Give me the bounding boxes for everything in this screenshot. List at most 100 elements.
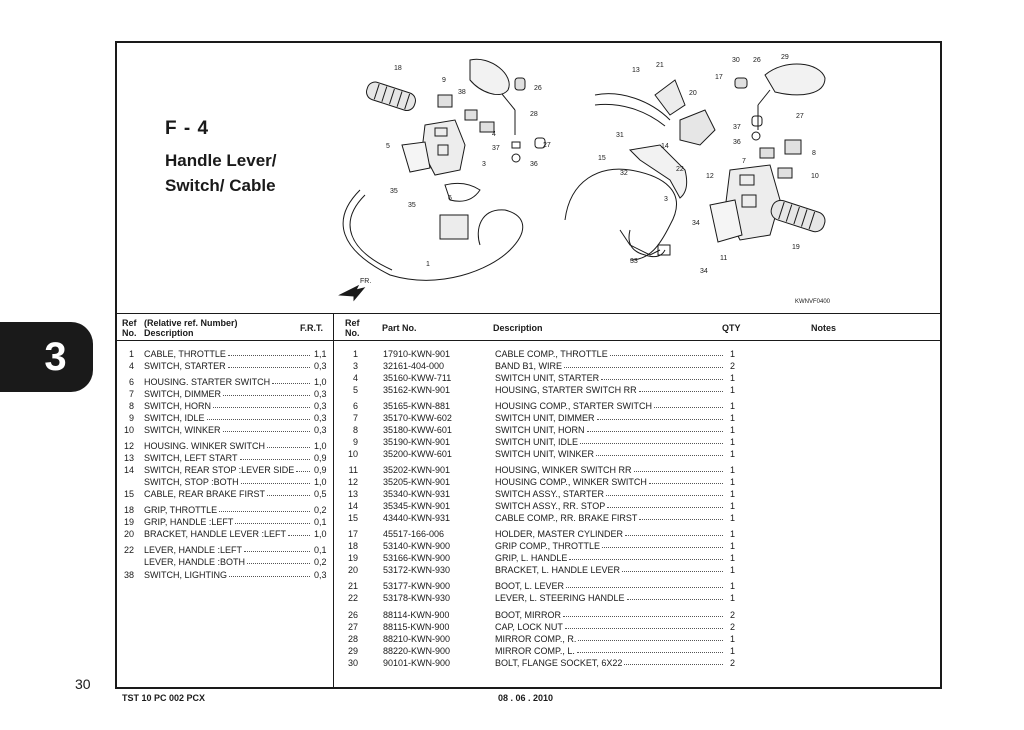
row-qty: 2: [730, 361, 736, 371]
row-ref: 1: [128, 349, 134, 359]
leader-dots: [609, 355, 723, 356]
row-qty: 1: [730, 489, 736, 499]
row-part-number: 90101-KWN-900: [383, 658, 451, 668]
section-tab: 3: [0, 322, 93, 392]
leader-dots: [229, 576, 310, 577]
row-qty: 1: [730, 477, 736, 487]
leader-dots: [578, 640, 723, 641]
row-part-number: 53140-KWN-900: [383, 541, 451, 551]
leader-dots: [296, 471, 310, 472]
row-description: LEVER, HANDLE :BOTH: [144, 557, 246, 567]
callout-30: 30: [732, 57, 740, 64]
throttle-grip: [366, 81, 416, 111]
row-part-number: 35190-KWN-901: [383, 437, 451, 447]
leader-dots: [626, 599, 723, 600]
row-qty: 1: [730, 349, 736, 359]
figure-code: KWNVF0400: [795, 299, 831, 305]
callout-27: 27: [543, 142, 551, 149]
leader-dots: [648, 483, 723, 484]
row-part-number: 35200-KWW-601: [383, 449, 452, 459]
row-description: SWITCH UNIT, WINKER: [495, 449, 594, 459]
row-frt: 0,2: [314, 557, 327, 567]
leader-dots: [239, 459, 310, 460]
row-qty: 1: [730, 581, 736, 591]
leader-dots: [638, 391, 723, 392]
row-ref: 4: [128, 361, 134, 371]
row-description: CAP, LOCK NUT: [495, 622, 563, 632]
row-description: HOUSING. STARTER SWITCH: [144, 377, 271, 387]
leader-dots: [222, 431, 310, 432]
row-description: SWITCH, WINKER: [144, 425, 221, 435]
row-description: HOUSING. WINKER SWITCH: [144, 441, 265, 451]
row-description: MIRROR COMP., L.: [495, 646, 575, 656]
row-part-number: 35180-KWW-601: [383, 425, 452, 435]
row-part-number: 53178-KWN-930: [383, 593, 451, 603]
row-description: CABLE, THROTTLE: [144, 349, 226, 359]
row-ref: 18: [123, 505, 134, 515]
table-header-rule: [116, 340, 941, 341]
row-description: SWITCH ASSY., STARTER: [495, 489, 605, 499]
callout-26: 26: [534, 85, 542, 92]
row-description: SWITCH UNIT, STARTER: [495, 373, 600, 383]
row-description: MIRROR COMP., R.: [495, 634, 577, 644]
row-description: SWITCH UNIT, HORN: [495, 425, 585, 435]
row-description: BOLT, FLANGE SOCKET, 6X22: [495, 658, 623, 668]
callout-37b: 37: [733, 124, 741, 131]
callout-3: 3: [482, 161, 486, 168]
row-ref: 11: [348, 465, 358, 475]
callout-17: 17: [715, 74, 723, 81]
row-frt: 1,0: [314, 441, 327, 451]
row-frt: 0,9: [314, 453, 327, 463]
callout-1: 1: [426, 261, 430, 268]
row-ref: 27: [347, 622, 358, 632]
row-ref: 22: [123, 545, 134, 555]
row-ref: 10: [123, 425, 134, 435]
callout-32: 32: [620, 170, 628, 177]
row-description: GRIP, THROTTLE: [144, 505, 218, 515]
row-part-number: 35165-KWN-881: [383, 401, 451, 411]
row-qty: 2: [730, 658, 736, 668]
page-number: 30: [75, 676, 91, 692]
left-header-relative: (Relative ref. Number): [144, 318, 238, 328]
row-frt: 1,0: [314, 529, 327, 539]
row-description: GRIP, HANDLE :LEFT: [144, 517, 234, 527]
row-ref: 8: [128, 401, 134, 411]
row-part-number: 53177-KWN-900: [383, 581, 451, 591]
row-ref: 12: [347, 477, 358, 487]
leader-dots: [602, 547, 723, 548]
row-qty: 1: [730, 385, 736, 395]
row-description: SWITCH UNIT, IDLE: [495, 437, 579, 447]
callout-34: 34: [692, 220, 700, 227]
row-frt: 0,3: [314, 425, 327, 435]
row-part-number: 35202-KWN-901: [383, 465, 451, 475]
callout-31: 31: [616, 132, 624, 139]
row-ref: 38: [123, 570, 134, 580]
leader-dots: [247, 563, 310, 564]
row-ref: 29: [347, 646, 358, 656]
row-description: HOUSING COMP., WINKER SWITCH: [495, 477, 647, 487]
row-ref: 15: [347, 513, 358, 523]
row-frt: 1,1: [314, 349, 327, 359]
row-ref: 15: [123, 489, 134, 499]
row-description: SWITCH, HORN: [144, 401, 211, 411]
row-part-number: 17910-KWN-901: [383, 349, 451, 359]
row-ref: 10: [347, 449, 358, 459]
leader-dots: [633, 471, 723, 472]
callout-35b: 35: [408, 202, 416, 209]
right-header-notes: Notes: [811, 323, 837, 333]
row-description: GRIP COMP., THROTTLE: [495, 541, 601, 551]
row-ref: 13: [123, 453, 134, 463]
leader-dots: [267, 447, 310, 448]
row-description: SWITCH, REAR STOP :LEVER SIDE: [144, 465, 295, 475]
row-description: SWITCH, IDLE: [144, 413, 205, 423]
